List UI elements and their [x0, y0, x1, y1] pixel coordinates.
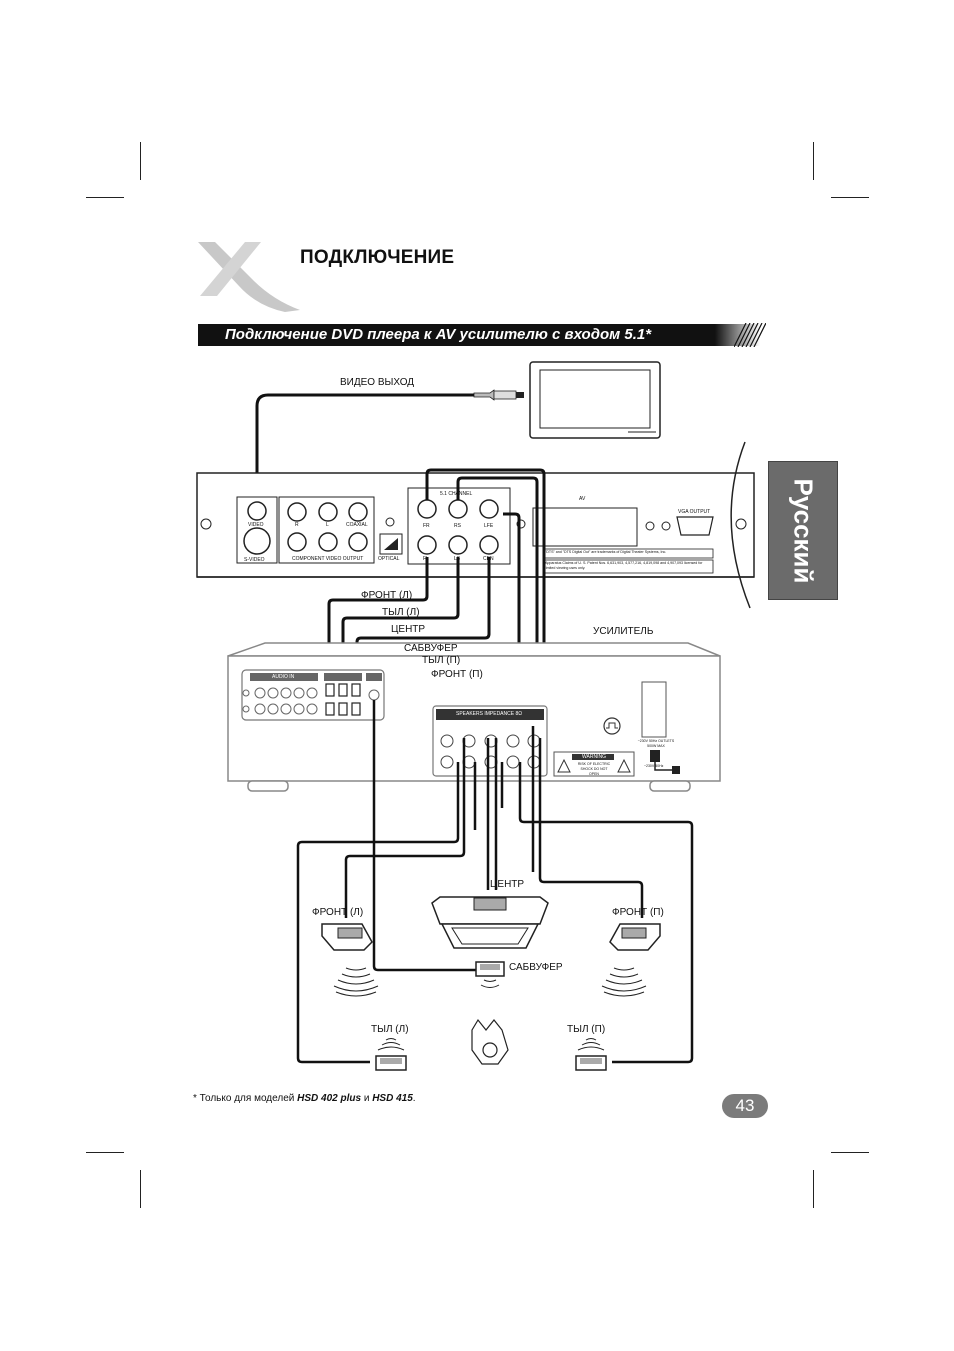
crop-mark — [813, 142, 814, 180]
speaker-label-rear-left: ТЫЛ (Л) — [371, 1024, 409, 1035]
player-fr-label: FR — [423, 523, 430, 529]
speaker-label-subwoofer: САБВУФЕР — [509, 962, 563, 973]
front-left-speaker-icon — [321, 923, 373, 951]
cable-label-subwoofer: САБВУФЕР — [404, 643, 458, 654]
crop-mark — [813, 1170, 814, 1208]
player-video-label: VIDEO — [248, 522, 264, 528]
banner-hatch-icon — [734, 323, 766, 347]
page-number-badge: 43 — [722, 1094, 768, 1118]
front-right-speaker-icon — [609, 923, 661, 951]
player-coaxial-label: COAXIAL — [346, 522, 368, 528]
player-ls-label: LS — [454, 556, 461, 562]
player-component-label: COMPONENT VIDEO OUTPUT — [292, 556, 364, 562]
speaker-label-front-left: ФРОНТ (Л) — [312, 907, 364, 918]
video-plug-icon — [473, 389, 524, 401]
speaker-label-rear-right: ТЫЛ (П) — [567, 1024, 606, 1035]
footnote-prefix: * Только для моделей — [193, 1093, 298, 1104]
speaker-label-front-right: ФРОНТ (П) — [612, 907, 664, 918]
footnote: * Только для моделей HSD 402 plus и HSD … — [193, 1093, 416, 1104]
crop-mark — [86, 1152, 124, 1153]
amp-power-label: ~230V 50Hz OUTLETS 500W MAX — [637, 739, 675, 748]
player-cen-label: CEN — [483, 556, 494, 562]
crop-mark — [831, 197, 869, 198]
amp-warning-label: WARNING — [582, 754, 606, 760]
crop-mark — [86, 197, 124, 198]
tv-monitor-icon — [529, 361, 661, 439]
player-lfe-label: LFE — [484, 523, 494, 529]
center-speaker-icon — [431, 896, 549, 949]
footnote-model-1: HSD 402 plus — [297, 1093, 362, 1104]
rear-right-speaker-icon — [575, 1055, 607, 1071]
video-out-label: ВИДЕО ВЫХОД — [340, 377, 415, 388]
player-optical-label: OPTICAL — [378, 556, 400, 562]
sound-wave-icon — [333, 967, 647, 1051]
player-channel-label: 5.1 CHANNEL — [440, 491, 473, 497]
footnote-model-2: HSD 415 — [372, 1093, 413, 1104]
amp-power-label-2: ~230V 50Hz — [644, 764, 664, 768]
amplifier-rear-panel — [227, 642, 721, 792]
player-l-label: L — [326, 522, 329, 528]
listener-icon — [471, 1018, 509, 1065]
player-patent-note: Apparatus Claims of U. S. Patent Nos. 6,… — [545, 561, 703, 570]
page-title: ПОДКЛЮЧЕНИЕ — [300, 247, 455, 268]
player-rs-label: RS — [454, 523, 461, 529]
section-banner — [198, 324, 760, 346]
rear-left-speaker-icon — [375, 1055, 407, 1071]
player-dts-note: "DTS" and "DTS Digital Out" are trademar… — [545, 550, 667, 554]
amp-speakers-label: SPEAKERS IMPEDANCE 8Ω — [456, 711, 522, 717]
amplifier-label: УСИЛИТЕЛЬ — [593, 626, 654, 637]
cable-label-center: ЦЕНТР — [391, 624, 426, 635]
player-r-label: R — [295, 522, 299, 528]
dvd-player-rear-panel — [196, 472, 755, 578]
cable-label-front-left: ФРОНТ (Л) — [361, 590, 413, 601]
speaker-label-center: ЦЕНТР — [490, 879, 525, 890]
footnote-suffix: . — [412, 1093, 416, 1104]
page-number: 43 — [735, 1096, 755, 1115]
crop-mark — [831, 1152, 869, 1153]
cable-label-rear-right: ТЫЛ (П) — [422, 655, 461, 666]
player-vga-label: VGA OUTPUT — [678, 509, 711, 515]
footnote-middle: и — [361, 1093, 373, 1104]
cable-label-front-right: ФРОНТ (П) — [431, 669, 483, 680]
brand-logo — [198, 242, 300, 312]
language-tab: Русский — [768, 461, 838, 600]
amp-warning-text: RISK OF ELECTRIC SHOCK DO NOT OPEN — [577, 762, 611, 776]
amp-audio-in-label: AUDIO IN — [272, 674, 295, 680]
player-fl-label: FL — [423, 556, 429, 562]
subwoofer-icon — [475, 961, 505, 977]
player-av-label: AV — [579, 496, 586, 502]
section-title: Подключение DVD плеера к AV усилителю с … — [225, 326, 652, 343]
player-svideo-label: S-VIDEO — [244, 557, 265, 563]
cable-label-rear-left: ТЫЛ (Л) — [382, 607, 420, 618]
crop-mark — [140, 1170, 141, 1208]
crop-mark — [140, 142, 141, 180]
